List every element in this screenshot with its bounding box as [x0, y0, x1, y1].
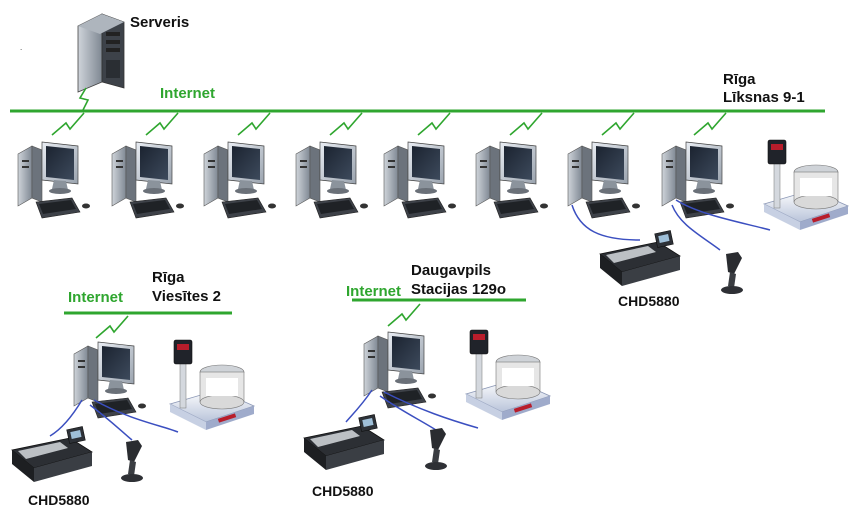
scale-cable [675, 199, 771, 231]
stray-dot: . [20, 43, 22, 52]
daugavpils-internet-label: Internet [346, 283, 401, 300]
barcode-scanner-icon [425, 428, 447, 470]
register-cable [49, 399, 83, 437]
scale-cable [383, 391, 479, 429]
workstation-icon [111, 141, 185, 219]
workstation-icon [567, 141, 641, 219]
server-link-bolt [78, 87, 90, 113]
workstation-icon [203, 141, 277, 219]
riga-location-line1: Rīga [152, 269, 185, 286]
workstation-icon [383, 141, 457, 219]
register-cable [571, 204, 641, 241]
scale-cable [93, 399, 179, 433]
riga-location-line2: Viesītes 2 [152, 288, 221, 305]
main-location-line2: Līksnas 9-1 [723, 89, 805, 106]
server-label: Serveris [130, 14, 189, 31]
riga-network-link [95, 315, 129, 339]
barcode-scanner-icon [721, 252, 743, 294]
workstation-icon [73, 341, 147, 419]
barcode-scanner-icon [121, 440, 143, 482]
daugavpils-location-line1: Daugavpils [411, 262, 491, 279]
cash-register-icon [303, 413, 385, 471]
weighing-scale-icon [465, 329, 551, 421]
workstation-icon [475, 141, 549, 219]
riga-internet-label: Internet [68, 289, 123, 306]
scanner-cable [89, 404, 133, 441]
daugavpils-register-label: CHD5880 [312, 483, 374, 499]
workstation-icon [17, 141, 91, 219]
workstation-icon [363, 331, 437, 409]
scanner-cable [671, 204, 721, 251]
main-location-line1: Rīga [723, 71, 756, 88]
cash-register-icon [599, 229, 681, 287]
scanner-cable [379, 395, 437, 431]
server-icon [77, 13, 125, 93]
main-register-label: CHD5880 [618, 293, 680, 309]
main-network-links [51, 112, 727, 136]
weighing-scale-icon [763, 139, 849, 231]
daugavpils-location-line2: Stacijas 129o [411, 281, 506, 298]
workstation-icon [295, 141, 369, 219]
riga-register-label: CHD5880 [28, 492, 90, 508]
weighing-scale-icon [169, 339, 255, 431]
daugavpils-network-link [387, 303, 421, 327]
main-internet-label: Internet [160, 85, 215, 102]
register-cable [345, 389, 373, 423]
